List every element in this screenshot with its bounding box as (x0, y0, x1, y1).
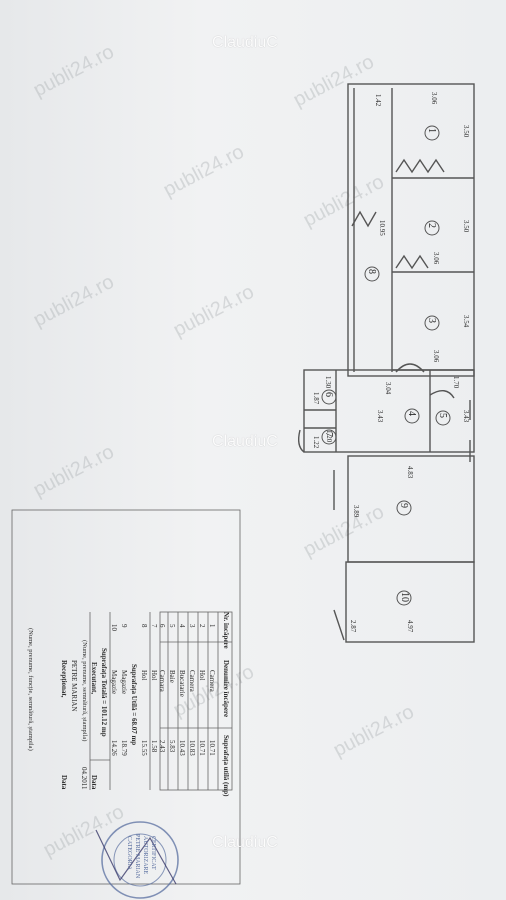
stamp-text: PETRE MARIAN (134, 834, 140, 879)
stamp-text: CERTIFICAT (150, 836, 156, 870)
watermark-brand: ClaudiuC (212, 34, 278, 51)
watermark-brand: ClaudiuC (212, 433, 278, 450)
stamp-text: CATEGORIA (126, 836, 132, 870)
stamp-text: AUTORIZARE (142, 836, 148, 875)
watermark-brand: ClaudiuC (212, 834, 278, 851)
